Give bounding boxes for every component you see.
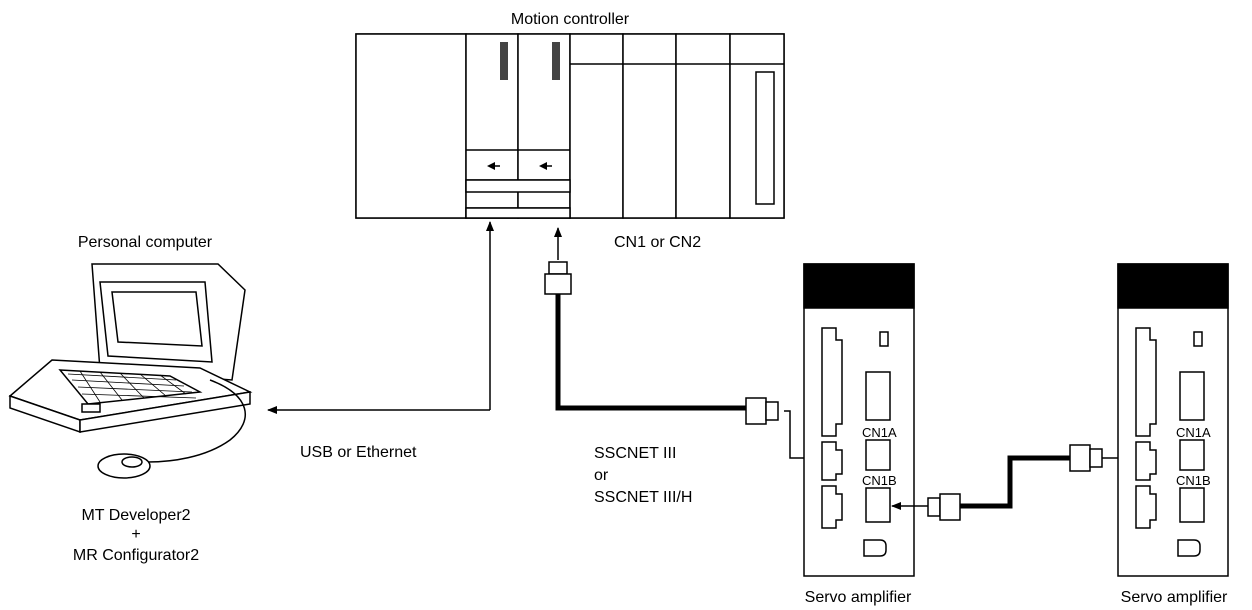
amp2-cable-plug-body [1069, 444, 1091, 472]
amp1-connector-mid [821, 441, 843, 481]
personal-computer-label: Personal computer [78, 234, 213, 251]
svg-text:MR Configurator2: MR Configurator2 [73, 547, 199, 564]
laptop-touchpad [81, 403, 101, 413]
motion-controller [355, 33, 785, 219]
usb-ethernet-link [267, 221, 494, 414]
servo-amplifier-2 [1117, 263, 1229, 577]
servo-amplifier-1-label: Servo amplifier [805, 589, 912, 606]
controller-cable-plug-body [544, 273, 572, 295]
amp1-cn1b-upper [865, 439, 891, 471]
mouse-icon [97, 453, 151, 479]
svg-text:MT Developer2: MT Developer2 [81, 507, 190, 524]
laptop-base-side [79, 391, 251, 433]
amp2-cable-plug-head [1089, 448, 1103, 468]
io-module-window [755, 71, 775, 205]
amp2-cn1b-label: CN1B [1176, 473, 1211, 488]
cpu-2-led-strip [552, 42, 560, 80]
amp1-cable-plug-head [765, 401, 779, 421]
amp1-indicator [879, 331, 889, 347]
cpu-2-arrow-icon [539, 162, 547, 170]
cpu-1-arrow-icon [487, 162, 495, 170]
amp2-cn1a-port [1179, 371, 1205, 421]
usb-ethernet-label: USB or Ethernet [300, 444, 417, 461]
software-label: MT Developer2 + MR Configurator2 [73, 507, 199, 564]
io-slot-1 [569, 33, 624, 219]
laptop-screen [111, 291, 203, 347]
amp1-cn1b-plug-head [927, 497, 941, 517]
keyboard-keys [67, 370, 197, 403]
mouse-cable [147, 379, 246, 463]
personal-computer [8, 263, 253, 479]
amp2-connector-mid [1135, 441, 1157, 481]
controller-cable-plug-head [548, 261, 568, 275]
svg-text:SSCNET III: SSCNET III [594, 445, 676, 462]
amp2-power-connector [1135, 327, 1157, 437]
io-slot-3 [675, 33, 731, 219]
amp1-cn1a-port [865, 371, 891, 421]
mouse-button [121, 456, 143, 468]
amp2-indicator [1193, 331, 1203, 347]
cn-port-label: CN1 or CN2 [614, 234, 701, 251]
svg-text:or: or [594, 467, 609, 484]
svg-text:+: + [131, 526, 140, 543]
servo-amplifier-2-label: Servo amplifier [1121, 589, 1228, 606]
amp1-cn1b-label: CN1B [862, 473, 897, 488]
amp2-cn1b-upper [1179, 439, 1205, 471]
servo-amplifier-1 [803, 263, 915, 577]
io-slot-2 [622, 33, 677, 219]
amp1-cn1b-port [865, 487, 891, 523]
amp2-bottom-connector [1177, 539, 1201, 557]
amp2-cn1a-label: CN1A [1176, 425, 1211, 440]
amp1-power-connector [821, 327, 843, 437]
amp1-bottom-connector [863, 539, 887, 557]
amp2-connector-low [1135, 485, 1157, 529]
motion-controller-label: Motion controller [511, 11, 630, 28]
amp1-cable-plug-body [745, 397, 767, 425]
amp1-connector-low [821, 485, 843, 529]
svg-text:SSCNET III/H: SSCNET III/H [594, 489, 692, 506]
amp2-cn1b-port [1179, 487, 1205, 523]
amp1-cn1b-plug-body [939, 493, 961, 521]
sscnet-label: SSCNET III or SSCNET III/H [594, 445, 692, 506]
amp1-cn1a-label: CN1A [862, 425, 897, 440]
cpu-1-led-strip [500, 42, 508, 80]
power-supply-module [355, 33, 467, 219]
sscnet-cable-amp1-to-amp2 [891, 444, 1179, 521]
